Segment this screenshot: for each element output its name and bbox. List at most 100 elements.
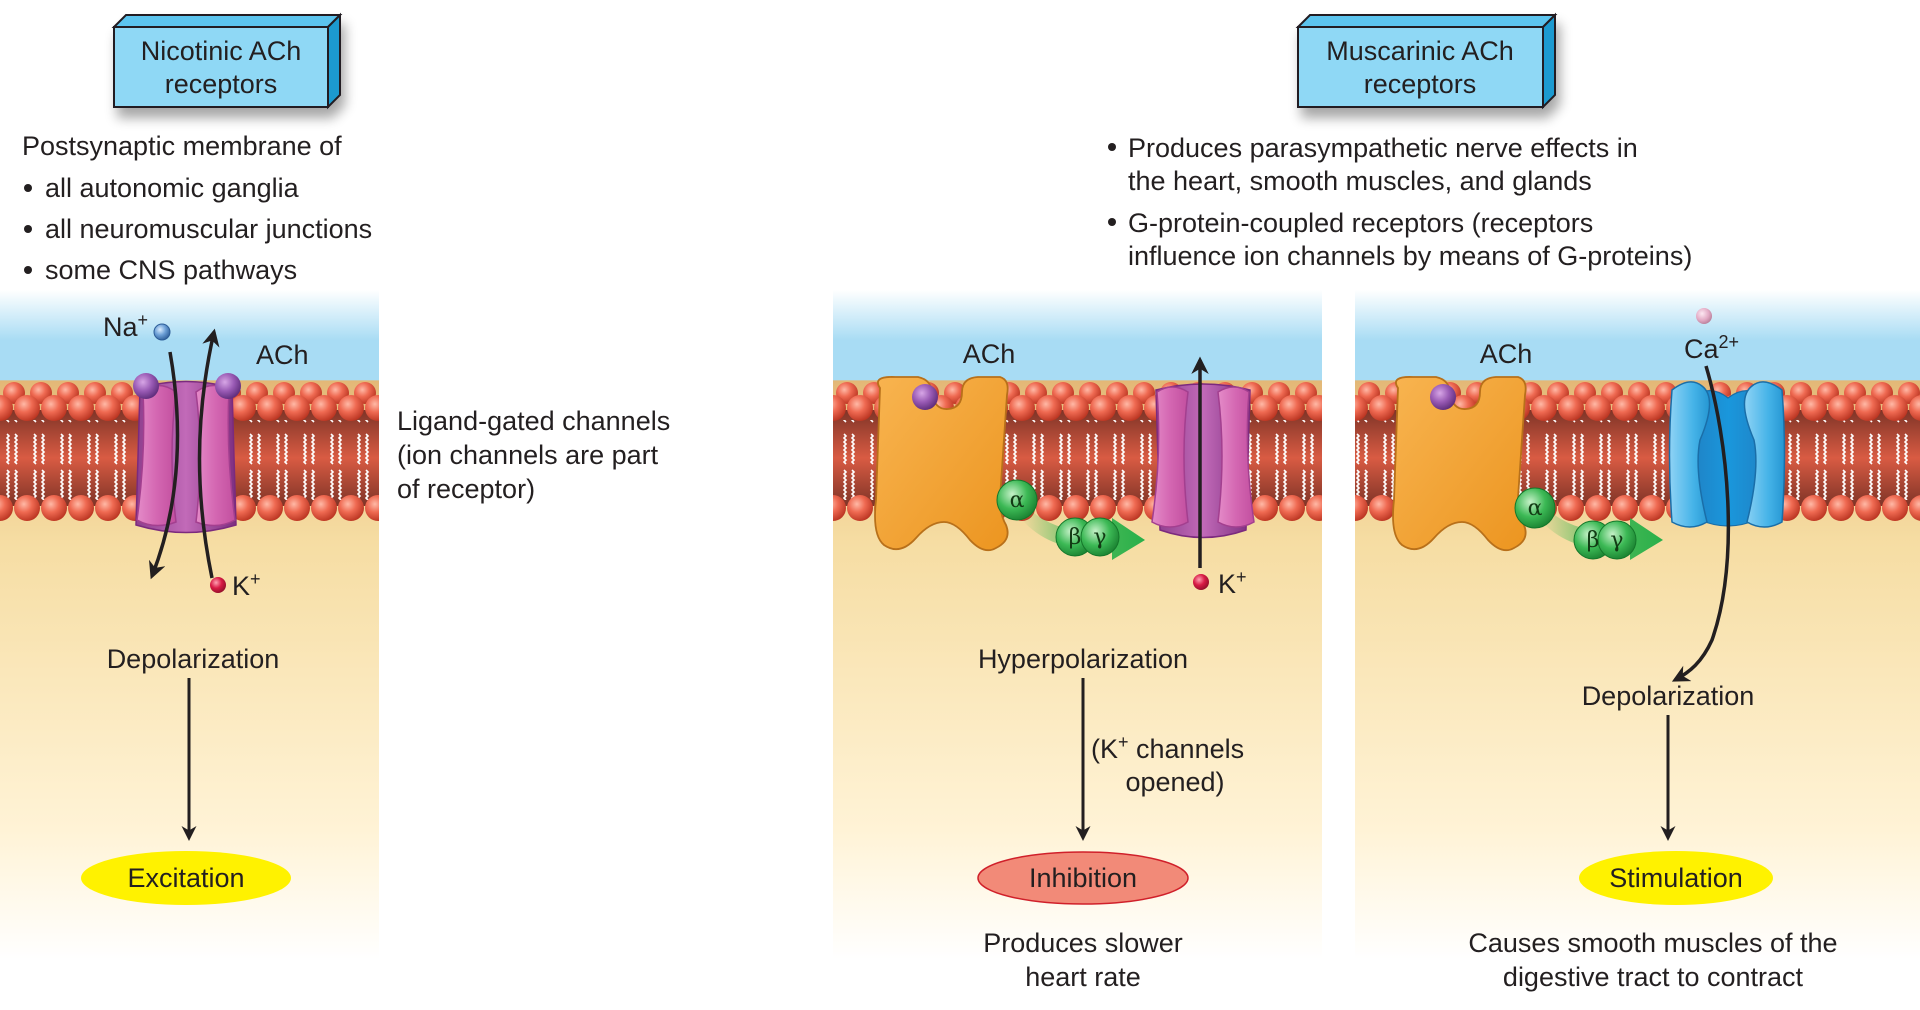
smooth-muscle-caption-line2: digestive tract to contract <box>1503 962 1804 992</box>
nicotinic-bullet: some CNS pathways <box>45 255 297 285</box>
phospholipid-head <box>284 495 310 521</box>
phospholipid-head <box>230 395 256 421</box>
phospholipid-head <box>1331 382 1353 404</box>
phospholipid-head <box>1801 395 1827 421</box>
k-efflux-arrow <box>197 328 220 579</box>
phospholipid-head <box>833 395 846 421</box>
bullet-dot <box>1108 143 1116 151</box>
bullet-dot <box>1108 218 1116 226</box>
phospholipid-head <box>1882 395 1908 421</box>
phospholipid-head <box>1036 495 1062 521</box>
excitation-badge <box>81 851 291 905</box>
phospholipid-head <box>1117 495 1143 521</box>
phospholipid-head <box>41 495 67 521</box>
phospholipid-head <box>338 495 364 521</box>
ligand-gated-note-line: Ligand-gated channels <box>397 406 670 436</box>
ach-label: ACh <box>1480 339 1533 369</box>
phospholipid-head <box>1909 395 1920 421</box>
phospholipid-head <box>1063 495 1089 521</box>
ach-label: ACh <box>256 340 309 370</box>
g-protein-gamma-subunit <box>1597 520 1637 560</box>
bullet-dot <box>24 225 32 233</box>
stimulation-badge <box>1579 851 1773 905</box>
inhibition-badge <box>977 851 1189 905</box>
phospholipid-head <box>1828 495 1854 521</box>
calcium-ion <box>1696 308 1712 324</box>
phospholipid-head <box>365 395 379 421</box>
heart-caption-line1: Produces slower <box>983 928 1183 958</box>
ligand-gated-note-line: (ion channels are part <box>397 440 659 470</box>
gamma-label: γ <box>1610 528 1623 553</box>
smooth-muscle-caption-line1: Causes smooth muscles of the <box>1468 928 1837 958</box>
phospholipid-head <box>1117 395 1143 421</box>
phospholipid-head <box>338 395 364 421</box>
phospholipid-head <box>311 395 337 421</box>
g-protein-gamma-subunit <box>1080 517 1120 557</box>
muscarinic-bullet-line: Produces parasympathetic nerve effects i… <box>1128 133 1638 163</box>
beta-label: β <box>1069 525 1082 550</box>
bullet-dot <box>24 184 32 192</box>
phospholipid-head <box>68 495 94 521</box>
phospholipid-head <box>0 495 13 521</box>
phospholipid-head <box>1639 495 1665 521</box>
phospholipid-head <box>68 395 94 421</box>
phospholipid-head <box>1252 395 1278 421</box>
phospholipid-head <box>1585 495 1611 521</box>
potassium-channel <box>1151 383 1255 539</box>
phospholipid-head <box>1558 495 1584 521</box>
phospholipid-head <box>1369 395 1395 421</box>
phospholipid-head <box>257 395 283 421</box>
g-protein-alpha-subunit <box>996 479 1038 521</box>
phospholipid-head <box>1882 495 1908 521</box>
ca-influx-arrow <box>1671 365 1731 682</box>
phospholipid-head <box>311 495 337 521</box>
ach-molecule <box>133 373 159 399</box>
smooth-muscle-effect-label: Depolarization <box>1582 681 1755 711</box>
phospholipid-head <box>1090 495 1116 521</box>
sodium-ion <box>153 323 171 341</box>
phospholipid-head <box>365 495 379 521</box>
nicotinic-title-line2: receptors <box>165 69 278 99</box>
nicotinic-title-line1: Nicotinic ACh <box>141 36 302 66</box>
potassium-ion <box>210 577 226 593</box>
phospholipid-head <box>381 382 403 404</box>
phospholipid-head <box>1063 395 1089 421</box>
na-influx-arrow <box>148 351 180 580</box>
phospholipid-head <box>1279 495 1305 521</box>
phospholipid-head <box>1036 395 1062 421</box>
phospholipid-head <box>1355 495 1368 521</box>
phospholipid-head <box>230 495 256 521</box>
phospholipid-head <box>1090 395 1116 421</box>
gamma-label: γ <box>1093 525 1106 550</box>
phospholipid-head <box>1855 495 1881 521</box>
phospholipid-head <box>95 495 121 521</box>
phospholipid-head <box>1355 395 1368 421</box>
k-ion-label: K+ <box>232 569 261 601</box>
beta-label: β <box>1587 528 1600 553</box>
phospholipid-head <box>1585 395 1611 421</box>
na-ion-label: Na+ <box>103 310 148 342</box>
phospholipid-head <box>14 495 40 521</box>
ach-molecule <box>912 384 938 410</box>
phospholipid-head <box>1909 495 1920 521</box>
phospholipid-head <box>257 495 283 521</box>
phospholipid-head <box>1252 495 1278 521</box>
bullet-dot <box>24 266 32 274</box>
phospholipid-head <box>1322 382 1344 404</box>
nicotinic-effect-label: Depolarization <box>107 644 280 674</box>
phospholipid-head <box>1612 495 1638 521</box>
nicotinic-ligand-gated-channel <box>135 380 237 534</box>
ach-molecule <box>215 373 241 399</box>
nicotinic-bullet: all neuromuscular junctions <box>45 214 372 244</box>
muscarinic-title-line1: Muscarinic ACh <box>1326 36 1514 66</box>
phospholipid-head <box>284 395 310 421</box>
phospholipid-head <box>1639 395 1665 421</box>
phospholipid-head <box>1801 495 1827 521</box>
phospholipid-head <box>1279 395 1305 421</box>
nicotinic-title-box <box>111 12 343 110</box>
muscarinic-bullet-list: Produces parasympathetic nerve effects i… <box>1108 133 1692 271</box>
phospholipid-head <box>833 495 846 521</box>
ach-label: ACh <box>963 339 1016 369</box>
ligand-gated-note-line: of receptor) <box>397 474 535 504</box>
